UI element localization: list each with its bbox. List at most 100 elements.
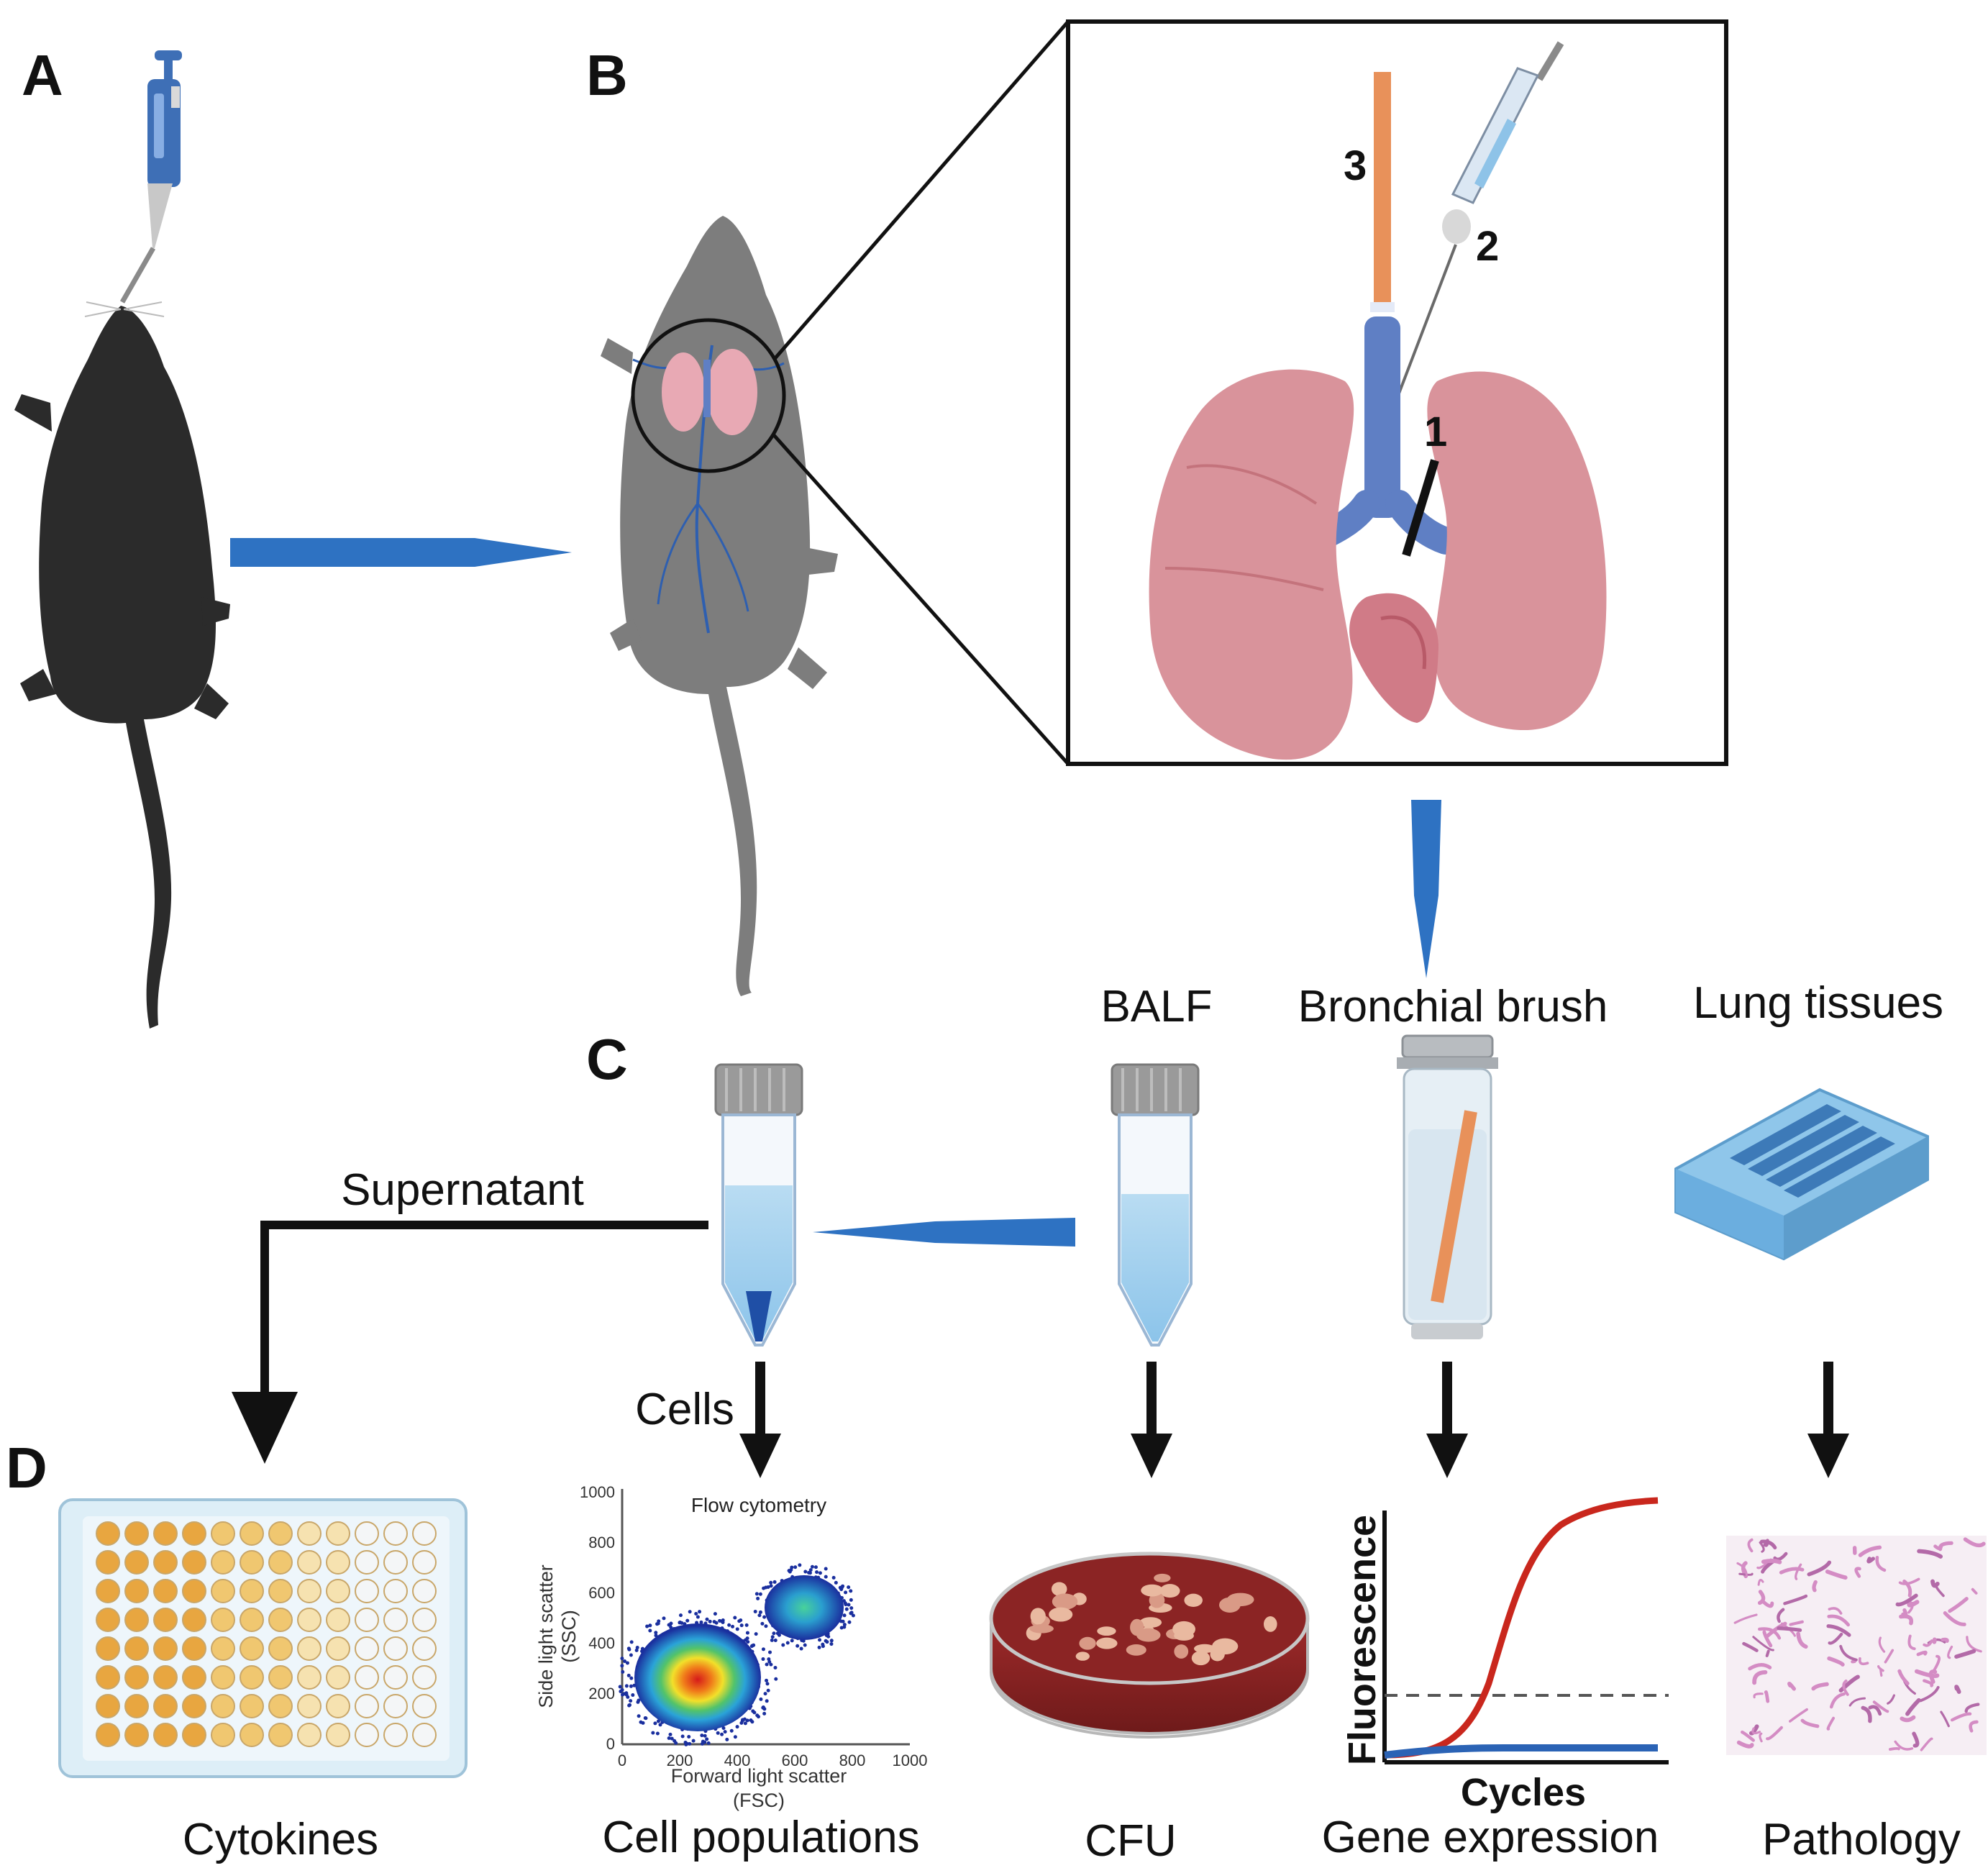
plate-well [297,1521,322,1546]
flow-dot [844,1590,848,1595]
colony [1049,1607,1073,1622]
flow-dot [670,1736,674,1741]
plate-well [326,1723,350,1747]
colony [1029,1624,1054,1634]
tissue-strand [1868,1705,1882,1716]
flow-dot [668,1732,672,1736]
plate-well [383,1665,408,1690]
plate-well [326,1608,350,1632]
colony [1154,1573,1171,1582]
flow-dot [634,1648,639,1652]
ligature-mark [1402,459,1439,557]
flow-dot [714,1621,719,1625]
flow-dot [808,1568,813,1572]
plate-well [124,1521,149,1546]
tissue-strand [1777,1626,1802,1632]
tissue-strand [1825,1569,1848,1580]
colony [1097,1626,1116,1636]
plate-well [96,1521,120,1546]
tissue-strand [1947,1645,1953,1659]
flow-dot [818,1571,822,1575]
plate-well [297,1550,322,1575]
tissue-strand [1789,1620,1804,1626]
colony [1139,1617,1162,1628]
colony [1174,1631,1194,1641]
flow-dot [713,1612,717,1616]
colony [1136,1628,1161,1642]
flow-dot [723,1730,727,1734]
flow-dot [829,1642,834,1646]
tissue-strand [1897,1669,1910,1685]
flow-dot [685,1618,690,1623]
flow-y-tick: 1000 [580,1483,615,1501]
flow-ylabel: Side light scatter [535,1564,557,1708]
tissue-strand [1757,1579,1764,1586]
centrifuge-tube-balf-icon [1111,1063,1200,1347]
plate-well [182,1665,206,1690]
flow-dot [629,1699,633,1703]
plate-well [124,1550,149,1575]
plate-well [355,1694,379,1718]
plate-well [153,1521,178,1546]
label-pathology: Pathology [1762,1815,1961,1864]
flow-dot [637,1714,641,1718]
flow-dot [624,1684,629,1688]
tissue-strand [1971,1587,1978,1595]
plate-well [297,1665,322,1690]
tissue-strand [1788,1708,1808,1723]
plate-well [297,1608,322,1632]
flow-dot [847,1620,852,1624]
flow-x-tick: 800 [839,1751,866,1769]
flow-dot [803,1643,807,1647]
lungs-icon [1149,316,1607,760]
tissue-strand [1811,1682,1829,1691]
tissue-strand [1848,1697,1866,1707]
flow-dot [653,1721,657,1726]
flow-dot [831,1575,836,1580]
colony [1126,1644,1146,1656]
cell-population-large [634,1623,761,1731]
colony [1030,1608,1046,1625]
plate-well [182,1636,206,1661]
plate-well [211,1608,235,1632]
plate-well [268,1521,293,1546]
plate-well [153,1579,178,1603]
flow-dot [745,1631,749,1635]
flow-dot [744,1623,749,1627]
qpcr-plot: Fluorescence Cycles [1341,1497,1669,1814]
flow-dot [705,1737,709,1741]
flow-dot [694,1611,698,1616]
flow-dot [703,1733,707,1738]
colony [1212,1638,1239,1655]
tissue-strand [1812,1580,1818,1593]
tissue-strand [1907,1634,1916,1651]
flow-dot [667,1623,671,1627]
zoom-line-bottom [772,434,1070,765]
flow-dot [763,1692,767,1696]
plate-well [182,1694,206,1718]
flow-dot [769,1584,773,1588]
plate-well [96,1636,120,1661]
tissue-strand [1916,1650,1928,1657]
plate-well [412,1521,437,1546]
flow-dot [626,1646,631,1651]
plate-well [355,1550,379,1575]
tissue-strand [1941,1637,1949,1643]
flow-dot [739,1623,744,1628]
flow-dot [727,1623,731,1627]
plate-well [412,1636,437,1661]
flow-dot [768,1650,772,1654]
flow-dot [698,1610,702,1614]
flow-dot [847,1603,851,1607]
tissue-strand [1777,1608,1785,1623]
flow-dot [696,1615,700,1619]
label-cell-populations: Cell populations [602,1813,919,1862]
flow-dot [775,1631,780,1636]
tissue-strand [1887,1694,1895,1705]
tissue-strand [1966,1636,1982,1653]
colony [1096,1637,1118,1649]
flow-dot [618,1685,622,1689]
plate-well [383,1636,408,1661]
flow-dot [731,1624,735,1628]
